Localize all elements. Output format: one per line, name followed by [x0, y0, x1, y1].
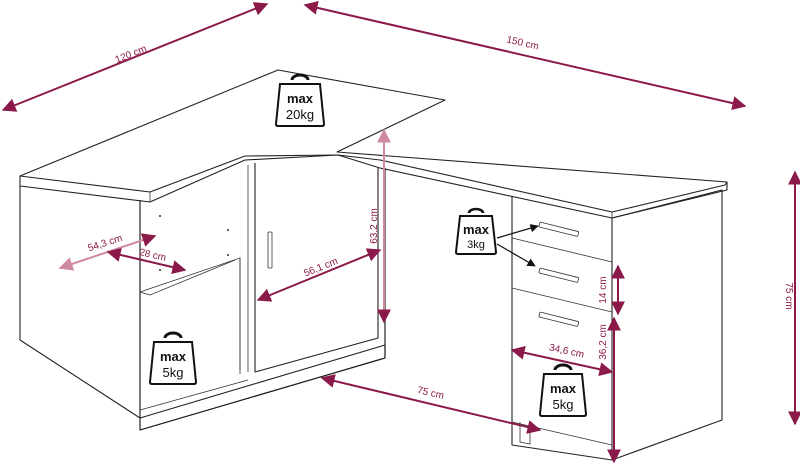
- dim-line-door-width: [256, 248, 382, 302]
- dim-line-width-left: [1, 2, 269, 112]
- dim-width-right: 150 cm: [505, 35, 539, 53]
- weight-top-label: max: [287, 91, 314, 106]
- weight-drawer-value: 3kg: [467, 239, 485, 251]
- weight-icon-shelf: max 5kg: [148, 331, 198, 385]
- dim-drawer-width: 34,6 cm: [548, 342, 585, 360]
- weight-top-value: 20kg: [286, 107, 314, 122]
- weight-cabinet-label: max: [550, 381, 577, 396]
- weight-shelf-value: 5kg: [163, 365, 184, 380]
- dim-width-left: 120 cm: [114, 43, 149, 65]
- dim-shelf-depth: 54,3 cm: [87, 233, 124, 254]
- desk-outline: [19, 69, 728, 461]
- dim-height: 75 cm: [783, 282, 794, 309]
- dim-cabinet-height: 36,2 cm: [598, 324, 609, 360]
- weight-shelf-label: max: [160, 349, 187, 364]
- weight-icon-cabinet: max 5kg: [538, 363, 588, 417]
- weight-icon-drawer: max 3kg: [454, 207, 539, 267]
- dim-line-shelf-inner: [106, 248, 187, 274]
- weight-cabinet-value: 5kg: [553, 397, 574, 412]
- weight-icon-top: max 20kg: [274, 73, 326, 127]
- dim-door-height: 63,2 cm: [369, 208, 380, 244]
- dim-line-drawer-width: [510, 345, 614, 377]
- dim-knee-space: 75 cm: [416, 385, 445, 402]
- dim-line-knee-space: [320, 374, 542, 434]
- dim-drawer-height: 14 cm: [598, 276, 609, 303]
- dim-line-width-right: [303, 0, 747, 111]
- dim-door-width: 56,1 cm: [303, 256, 340, 280]
- weight-drawer-label: max: [463, 222, 490, 237]
